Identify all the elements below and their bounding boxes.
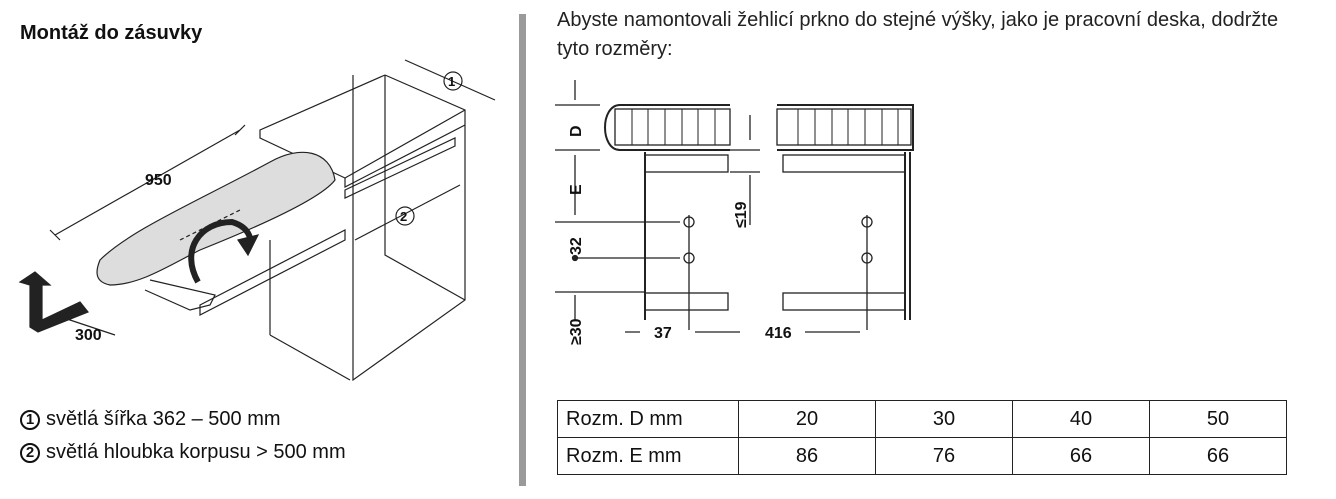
table-cell: 30 (875, 400, 1013, 438)
dim-hole-spacing: 32 (568, 237, 585, 255)
dim-offset: 37 (654, 325, 672, 342)
dim-D: D (568, 125, 585, 137)
dim-E: E (568, 184, 585, 195)
ironing-board (96, 151, 336, 286)
marker-icon: 2 (20, 442, 40, 463)
marker-icon: 1 (20, 409, 40, 430)
row-label: Rozm. E mm (557, 437, 739, 475)
table-row: Rozm. E mm 86 76 66 66 (557, 437, 1287, 475)
divider (519, 14, 526, 486)
rotate-arrow-icon (188, 218, 253, 284)
direction-arrow-icon (18, 271, 89, 333)
table-cell: 66 (1012, 437, 1150, 475)
table-cell: 76 (875, 437, 1013, 475)
table-cell: 40 (1012, 400, 1150, 438)
intro-text: Abyste namontovali žehlicí prkno do stej… (557, 9, 1279, 60)
dim-spacing: 416 (765, 325, 792, 342)
legend-item-1: 1 světlá šířka 362 – 500 mm (20, 408, 281, 431)
dim-length: 950 (145, 172, 172, 189)
table-cell: 20 (738, 400, 876, 438)
dim-max-gap: ≤19 (733, 201, 750, 228)
drawer-rail (344, 137, 456, 199)
table-cell: 86 (738, 437, 876, 475)
marker-2: 2 (400, 209, 407, 224)
legend-item-2: 2 světlá hloubka korpusu > 500 mm (20, 441, 346, 464)
dim-min-bottom: ≥30 (568, 318, 585, 345)
table-cell: 50 (1149, 400, 1287, 438)
row-label: Rozm. D mm (557, 400, 739, 438)
mounting-dimensions-drawing: D E 32 ≤19 ≥30 37 416 (555, 80, 914, 345)
legend-text: světlá hloubka korpusu > 500 mm (46, 441, 346, 463)
cabinet-outline (352, 74, 466, 382)
dimension-table: Rozm. D mm 20 30 40 50 Rozm. E mm 86 76 … (557, 400, 1287, 475)
legend-text: světlá šířka 362 – 500 mm (46, 408, 281, 430)
mounting-holes (683, 215, 873, 330)
ironing-board-drawing: 950 300 1 2 (18, 59, 496, 382)
table-cell: 66 (1149, 437, 1287, 475)
section-title: Montáž do zásuvky (20, 22, 203, 44)
marker-1: 1 (448, 74, 455, 89)
table-row: Rozm. D mm 20 30 40 50 (557, 400, 1287, 438)
dim-width: 300 (75, 327, 102, 344)
